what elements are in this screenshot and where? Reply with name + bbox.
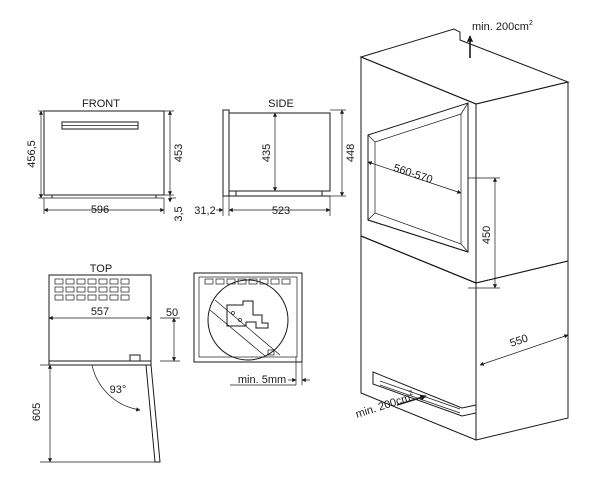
vent-bottom-sup: 2	[408, 390, 414, 398]
top-title: TOP	[90, 263, 112, 275]
detail-circle	[207, 279, 289, 361]
front-width: 596	[91, 204, 109, 216]
front-body	[43, 110, 165, 196]
cabinet-top-face	[359, 28, 570, 105]
vent-bottom-arrow	[396, 394, 427, 406]
side-total-height: 448	[345, 144, 357, 162]
vent-top-label: min. 200cm	[472, 21, 529, 33]
top-door	[145, 364, 161, 463]
vent-bottom-label: min. 200cm	[354, 392, 412, 421]
svg-text:min. 200cm2: min. 200cm2	[472, 20, 533, 33]
detail-bracket	[226, 300, 269, 329]
detail-view: min. 5mm	[193, 272, 310, 386]
front-height-inner: 453	[173, 144, 185, 162]
side-title: SIDE	[268, 98, 294, 110]
top-door-arc	[91, 364, 141, 412]
top-panel-dim: 50	[166, 307, 178, 319]
top-depth: 557	[91, 306, 109, 318]
side-panel-front	[222, 109, 230, 197]
side-body-height: 435	[261, 144, 273, 162]
front-height-outer: 456,5	[26, 140, 38, 168]
cabinet-niche-width: 560-570	[392, 162, 434, 186]
cabinet-right-upper	[475, 81, 569, 284]
detail-frame	[193, 272, 303, 363]
side-front-offset: 31,2	[194, 205, 215, 217]
front-title: FRONT	[82, 98, 120, 110]
cabinet-plinth	[372, 371, 477, 417]
top-door-angle: 93°	[110, 384, 127, 396]
top-view: TOP 557 50 93° 605	[31, 263, 180, 463]
cabinet-depth: 550	[508, 333, 529, 350]
top-door-swing: 605	[31, 403, 43, 421]
vent-top-sup: 2	[529, 20, 533, 27]
top-front-panel	[48, 360, 152, 366]
top-vent-pattern	[54, 278, 130, 301]
front-foot: 3,5	[173, 206, 185, 221]
front-view: FRONT 456,5 453 3,5 596	[26, 98, 185, 222]
detail-clearance: min. 5mm	[238, 374, 286, 386]
side-view: SIDE 435 448 523 31,2	[194, 98, 357, 217]
side-depth: 523	[272, 205, 290, 217]
cabinet-view: 560-570 450 550 min. 200cm2 min. 200cm2	[354, 20, 570, 441]
cabinet-niche-height: 450	[481, 226, 493, 244]
side-body	[228, 112, 331, 192]
